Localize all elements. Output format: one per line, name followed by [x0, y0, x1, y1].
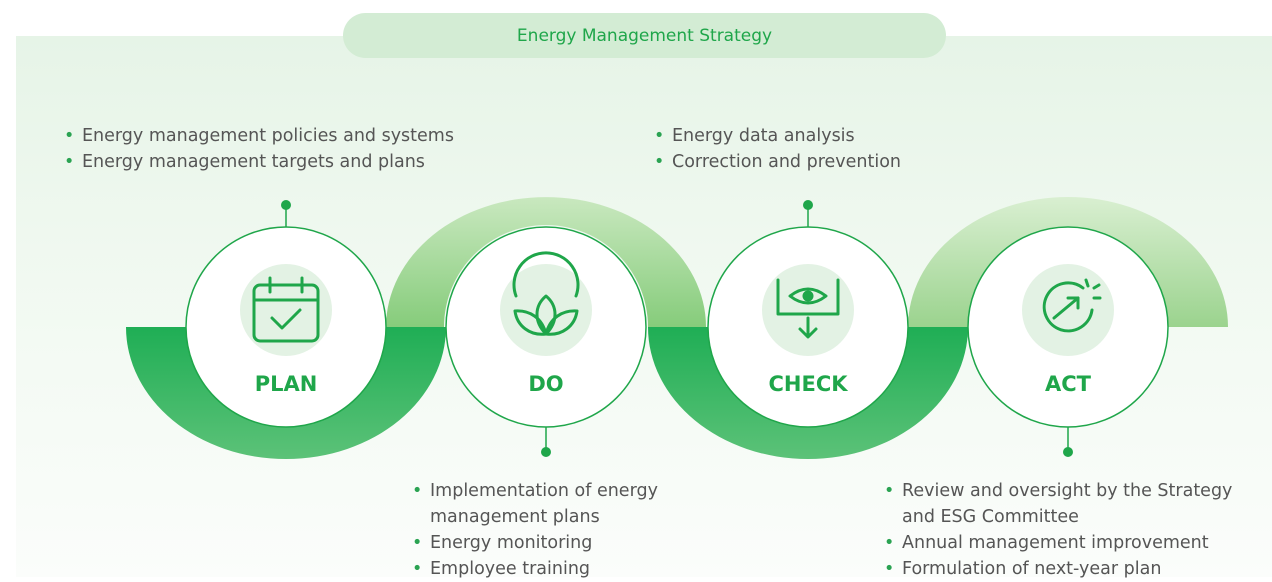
eye-monitor-icon — [776, 278, 840, 339]
act-label: ACT — [1045, 372, 1092, 396]
list-item: Energy monitoring — [408, 530, 708, 556]
leaf-sprout-icon — [512, 251, 580, 336]
list-item: Review and oversight by the Strategy and… — [880, 478, 1252, 530]
list-item: Employee training — [408, 556, 708, 582]
check-connector — [803, 200, 813, 228]
calendar-check-icon — [252, 276, 320, 343]
plan-icon-bg — [240, 264, 332, 356]
do-items-list: Implementation of energy management plan… — [408, 478, 708, 582]
list-item: Annual management improvement — [880, 530, 1260, 556]
check-stage: CHECK — [707, 226, 909, 428]
act-connector — [1063, 427, 1073, 457]
do-label: DO — [528, 372, 563, 396]
list-item: Implementation of energy management plan… — [408, 478, 700, 530]
plan-items-list: Energy management policies and systems E… — [60, 123, 454, 175]
check-icon-bg — [762, 264, 854, 356]
list-item: Energy management targets and plans — [60, 149, 454, 175]
cycle-arrow-icon — [1042, 278, 1102, 333]
act-upper-arc — [908, 197, 1228, 327]
list-item: Energy management policies and systems — [60, 123, 454, 149]
do-icon-bg — [500, 264, 592, 356]
plan-label: PLAN — [255, 372, 318, 396]
check-label: CHECK — [768, 372, 848, 396]
list-item: Correction and prevention — [650, 149, 901, 175]
do-connector — [541, 427, 551, 457]
diagram-title: Energy Management Strategy — [343, 13, 946, 58]
plan-do-lower-arc — [126, 327, 446, 459]
do-stage: DO — [445, 226, 647, 428]
do-check-upper-arc — [386, 197, 706, 327]
plan-stage: PLAN — [185, 226, 387, 428]
act-icon-bg — [1022, 264, 1114, 356]
act-stage: ACT — [967, 226, 1169, 428]
list-item: Formulation of next-year plan — [880, 556, 1260, 582]
list-item: Energy data analysis — [650, 123, 901, 149]
check-act-lower-arc — [648, 327, 968, 459]
check-items-list: Energy data analysis Correction and prev… — [650, 123, 901, 175]
plan-connector — [281, 200, 291, 228]
act-items-list: Review and oversight by the Strategy and… — [880, 478, 1260, 582]
